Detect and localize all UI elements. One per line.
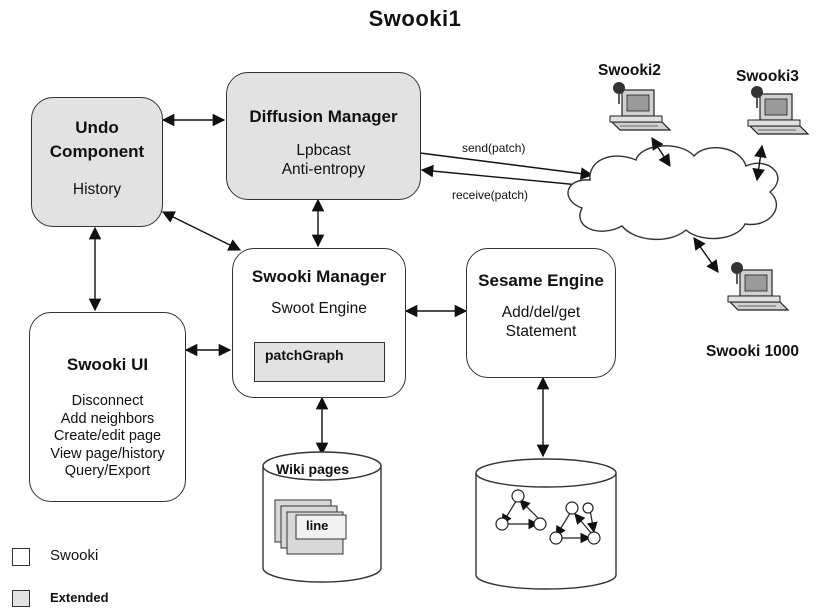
swooki-ui-title: Swooki UI (66, 355, 149, 374)
sesame-engine-title: Sesame Engine (478, 271, 604, 290)
computer-icon-swooki2 (609, 81, 671, 131)
swooki-ui-box: Swooki UI Disconnect Add neighbors Creat… (29, 312, 186, 502)
rdf-store-database-icon (475, 458, 617, 590)
patchgraph-box: patchGraph (254, 342, 385, 382)
diffusion-manager-lpbcast: Lpbcast (296, 142, 351, 159)
patchgraph-label: patchGraph (265, 347, 344, 363)
diffusion-manager-anti-entropy: Anti-entropy (281, 161, 366, 178)
swooki1000-label: Swooki 1000 (706, 343, 800, 360)
legend-label-swooki: Swooki (50, 547, 99, 564)
swooki-ui-item-disconnect: Disconnect (71, 393, 144, 409)
swooki-manager-swoot-engine: Swoot Engine (271, 300, 367, 317)
swooki-ui-item-query-export: Query/Export (64, 463, 151, 479)
arrow-send-patch (419, 152, 594, 180)
swooki-ui-item-add-neighbors: Add neighbors (60, 410, 155, 427)
arrow-cloud-swooki3 (752, 144, 767, 182)
undo-component-title-2: Component (49, 142, 145, 161)
rdf-graph-icon (495, 489, 601, 545)
legend-label-extended: Extended (50, 590, 109, 605)
send-patch-label: send(patch) (462, 141, 526, 155)
swooki-manager-title: Swooki Manager (251, 267, 387, 286)
swooki3-label: Swooki3 (736, 68, 799, 85)
arrow-undo-manager (161, 211, 242, 251)
sesame-engine-add-del-get: Add/del/get (501, 304, 581, 321)
undo-component-history: History (72, 181, 122, 198)
swooki-ui-item-create-edit: Create/edit page (53, 428, 162, 444)
swooki2-label: Swooki2 (598, 62, 661, 79)
legend-swatch-extended (12, 590, 30, 607)
wiki-pages-label: Wiki pages (276, 461, 350, 477)
arrow-cloud-swooki2 (651, 136, 671, 168)
diagram-title: Swooki1 (368, 6, 462, 31)
computer-icon-swooki1000 (727, 261, 789, 311)
sesame-engine-statement: Statement (505, 323, 577, 340)
diffusion-manager-box: Diffusion Manager Lpbcast Anti-entropy (226, 72, 421, 200)
wiki-page-line-label: line (306, 518, 329, 533)
wiki-pages-database-icon (262, 451, 382, 583)
computer-icon-swooki3 (747, 85, 809, 135)
swooki-manager-box: Swooki Manager Swoot Engine patchGraph (232, 248, 406, 398)
undo-component-box: Undo Component History (31, 97, 163, 227)
diffusion-manager-title: Diffusion Manager (249, 107, 398, 126)
undo-component-title: Undo (75, 118, 119, 137)
legend-swatch-swooki (12, 548, 30, 566)
arrow-receive-patch (420, 164, 591, 187)
network-cloud (567, 145, 779, 241)
receive-patch-label: receive(patch) (452, 188, 529, 202)
sesame-engine-box: Sesame Engine Add/del/get Statement (466, 248, 616, 378)
swooki-ui-item-view-history: View page/history (50, 445, 165, 462)
arrow-cloud-swooki1000 (693, 236, 719, 274)
